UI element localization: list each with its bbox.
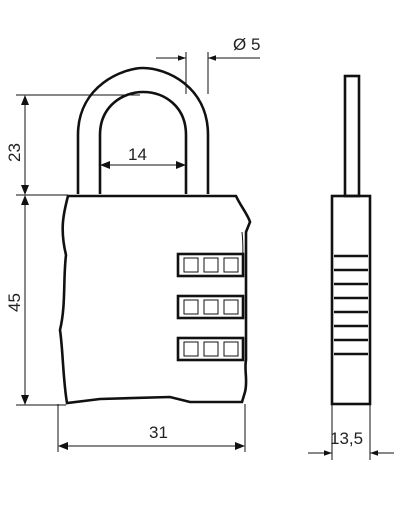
shackle-front-view bbox=[76, 66, 210, 194]
combination-wheel-row-1 bbox=[176, 252, 245, 278]
shackle-height-label: 23 bbox=[5, 143, 24, 162]
dimension-shackle-inner-width: 14 bbox=[100, 145, 186, 169]
dimension-shackle-diameter: Ø 5 bbox=[156, 35, 260, 94]
shackle-inner-width-label: 14 bbox=[128, 145, 147, 164]
padlock-body-front-view bbox=[58, 194, 252, 405]
dimension-body-thickness: 13,5 bbox=[308, 404, 394, 460]
dimension-shackle-height: 23 bbox=[5, 94, 140, 196]
padlock-side-view bbox=[330, 74, 372, 406]
body-width-label: 31 bbox=[149, 423, 168, 442]
body-thickness-label: 13,5 bbox=[330, 429, 363, 448]
body-height-label: 45 bbox=[5, 293, 24, 312]
shackle-diameter-label: Ø 5 bbox=[233, 35, 260, 54]
combination-wheel-row-2 bbox=[176, 294, 245, 320]
dimension-body-width: 31 bbox=[57, 404, 246, 452]
combination-wheel-row-3 bbox=[176, 336, 245, 362]
dimension-body-height: 45 bbox=[5, 195, 66, 406]
